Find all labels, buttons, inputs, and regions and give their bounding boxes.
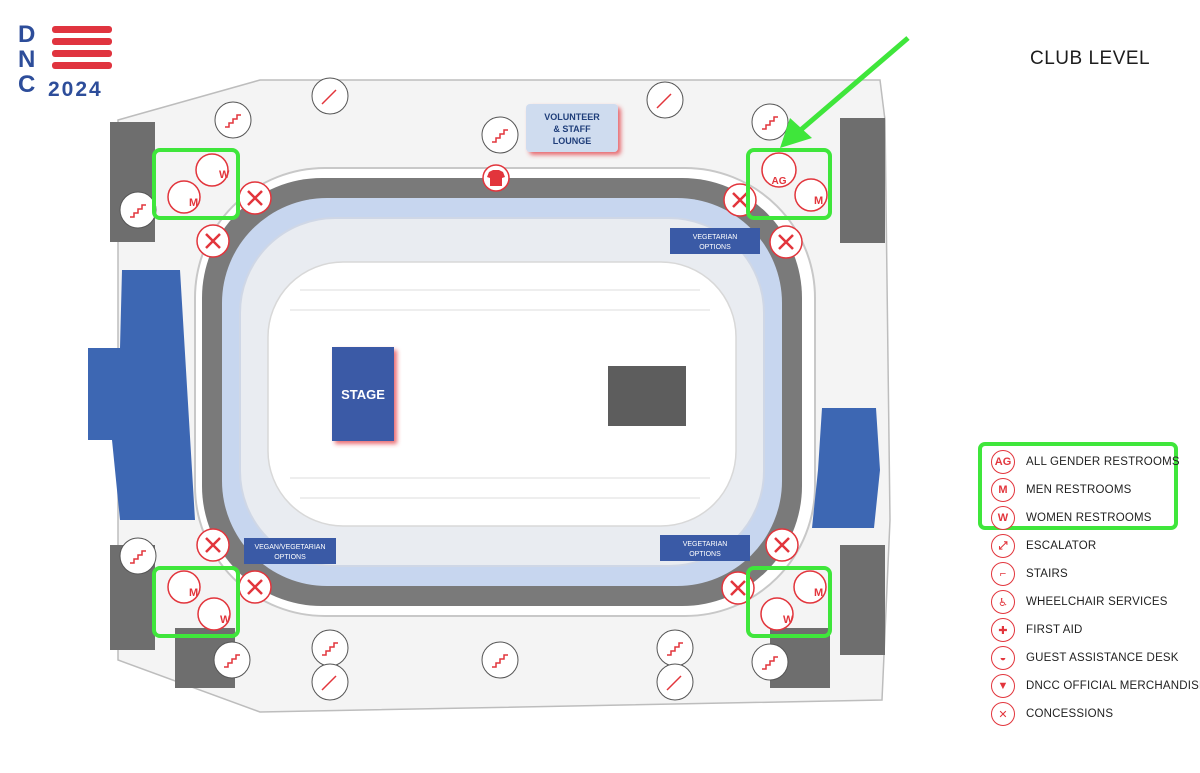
legend-label: DNCC OFFICIAL MERCHANDISE bbox=[1026, 680, 1200, 692]
legend-item-men: M MEN RESTROOMS bbox=[988, 476, 1200, 504]
lounge-label-3: LOUNGE bbox=[553, 136, 592, 146]
seat-rows bbox=[290, 289, 710, 499]
women-restroom-icon: W bbox=[991, 506, 1015, 530]
veg-tag-ne-2: OPTIONS bbox=[699, 244, 731, 251]
restroom-cluster-ne: AG M bbox=[746, 148, 832, 220]
concessions-icon: ✕ bbox=[991, 702, 1015, 726]
lounge-label-1: VOLUNTEER bbox=[544, 112, 600, 122]
legend-label: ALL GENDER RESTROOMS bbox=[1026, 456, 1180, 468]
lounge-label-2: & STAFF bbox=[553, 124, 591, 134]
legend-label: GUEST ASSISTANCE DESK bbox=[1026, 652, 1179, 664]
volunteer-lounge bbox=[526, 104, 618, 152]
restroom-w-se: W bbox=[783, 614, 794, 626]
concessions-cross-glyphs bbox=[205, 190, 794, 596]
stage bbox=[332, 347, 394, 441]
logo-letter-d: D bbox=[18, 21, 36, 48]
restroom-ag-ne: AG bbox=[772, 176, 787, 187]
men-restroom-icon: M bbox=[991, 478, 1015, 502]
stairs-icon: ⌐ bbox=[991, 562, 1015, 586]
dnc-2024-logo: D N C 2024 bbox=[18, 22, 118, 102]
veg-tag-se-1: VEGETARIAN bbox=[683, 541, 728, 548]
stair-glyphs bbox=[130, 89, 778, 691]
legend-label: WOMEN RESTROOMS bbox=[1026, 512, 1152, 524]
legend-item-concessions: ✕ CONCESSIONS bbox=[988, 700, 1200, 728]
restroom-w-sw: W bbox=[220, 614, 231, 626]
all-gender-restroom-icon bbox=[761, 152, 797, 188]
legend-label: FIRST AID bbox=[1026, 624, 1083, 636]
first-aid-icon: ✚ bbox=[991, 618, 1015, 642]
women-restroom-icon bbox=[197, 597, 231, 631]
merchandise-icon: ▼ bbox=[991, 674, 1015, 698]
restroom-cluster-nw: W M bbox=[152, 148, 240, 220]
legend-restrooms-highlight bbox=[978, 442, 1178, 530]
legend-item-women: W WOMEN RESTROOMS bbox=[988, 504, 1200, 532]
legend-label: STAIRS bbox=[1026, 568, 1068, 580]
club-area-west bbox=[88, 270, 195, 520]
escalator-icon: ⤢ bbox=[991, 534, 1015, 558]
legend-item-all-gender: AG ALL GENDER RESTROOMS bbox=[988, 448, 1200, 476]
vegetarian-tag-sw bbox=[244, 538, 336, 564]
arena-floor bbox=[267, 261, 737, 527]
merchandise-shirt-glyph bbox=[487, 170, 505, 186]
restroom-w-nw: W bbox=[219, 169, 230, 181]
all-gender-restroom-icon: AG bbox=[991, 450, 1015, 474]
legend-item-stairs: ⌐ STAIRS bbox=[988, 560, 1200, 588]
men-restroom-icon bbox=[167, 570, 201, 604]
logo-stripes bbox=[52, 26, 112, 72]
restroom-m-ne: M bbox=[814, 195, 823, 207]
men-restroom-icon bbox=[794, 178, 828, 212]
legend-label: ESCALATOR bbox=[1026, 540, 1097, 552]
vegetarian-tag-se bbox=[660, 535, 750, 561]
veg-tag-ne-1: VEGETARIAN bbox=[693, 234, 738, 241]
legend-label: MEN RESTROOMS bbox=[1026, 484, 1132, 496]
club-area-east bbox=[812, 408, 880, 528]
restroom-m-se: M bbox=[814, 587, 823, 599]
logo-letters: D N C bbox=[18, 22, 48, 97]
green-pointer-arrow bbox=[780, 36, 910, 148]
legend-item-merchandise: ▼ DNCC OFFICIAL MERCHANDISE bbox=[988, 672, 1200, 700]
map-legend: AG ALL GENDER RESTROOMS M MEN RESTROOMS … bbox=[988, 448, 1200, 728]
stage-label: STAGE bbox=[341, 387, 385, 402]
wheelchair-icon: ♿ bbox=[991, 590, 1015, 614]
women-restroom-icon bbox=[760, 597, 794, 631]
veg-tag-sw-1: VEGAN/VEGETARIAN bbox=[254, 544, 325, 551]
logo-letter-c: C bbox=[18, 71, 36, 98]
veg-tag-sw-2: OPTIONS bbox=[274, 554, 306, 561]
vegetarian-tag-ne bbox=[670, 228, 760, 254]
legend-item-first-aid: ✚ FIRST AID bbox=[988, 616, 1200, 644]
legend-item-guest-assistance: ◒ GUEST ASSISTANCE DESK bbox=[988, 644, 1200, 672]
legend-label: WHEELCHAIR SERVICES bbox=[1026, 596, 1168, 608]
guest-assistance-icon: ◒ bbox=[991, 646, 1015, 670]
logo-year: 2024 bbox=[48, 78, 103, 101]
men-restroom-icon bbox=[793, 570, 827, 604]
level-title: CLUB LEVEL bbox=[1030, 48, 1151, 69]
women-restroom-icon bbox=[195, 153, 229, 187]
veg-tag-se-2: OPTIONS bbox=[689, 551, 721, 558]
restroom-cluster-sw: M W bbox=[152, 566, 240, 638]
logo-letter-n: N bbox=[18, 46, 36, 73]
floor-seat-block bbox=[608, 366, 686, 426]
legend-item-wheelchair: ♿ WHEELCHAIR SERVICES bbox=[988, 588, 1200, 616]
legend-item-escalator: ⤢ ESCALATOR bbox=[988, 532, 1200, 560]
restroom-m-nw: M bbox=[189, 197, 198, 209]
men-restroom-icon bbox=[167, 180, 201, 214]
restroom-cluster-se: M W bbox=[746, 566, 832, 638]
legend-label: CONCESSIONS bbox=[1026, 708, 1114, 720]
restroom-m-sw: M bbox=[189, 587, 198, 599]
